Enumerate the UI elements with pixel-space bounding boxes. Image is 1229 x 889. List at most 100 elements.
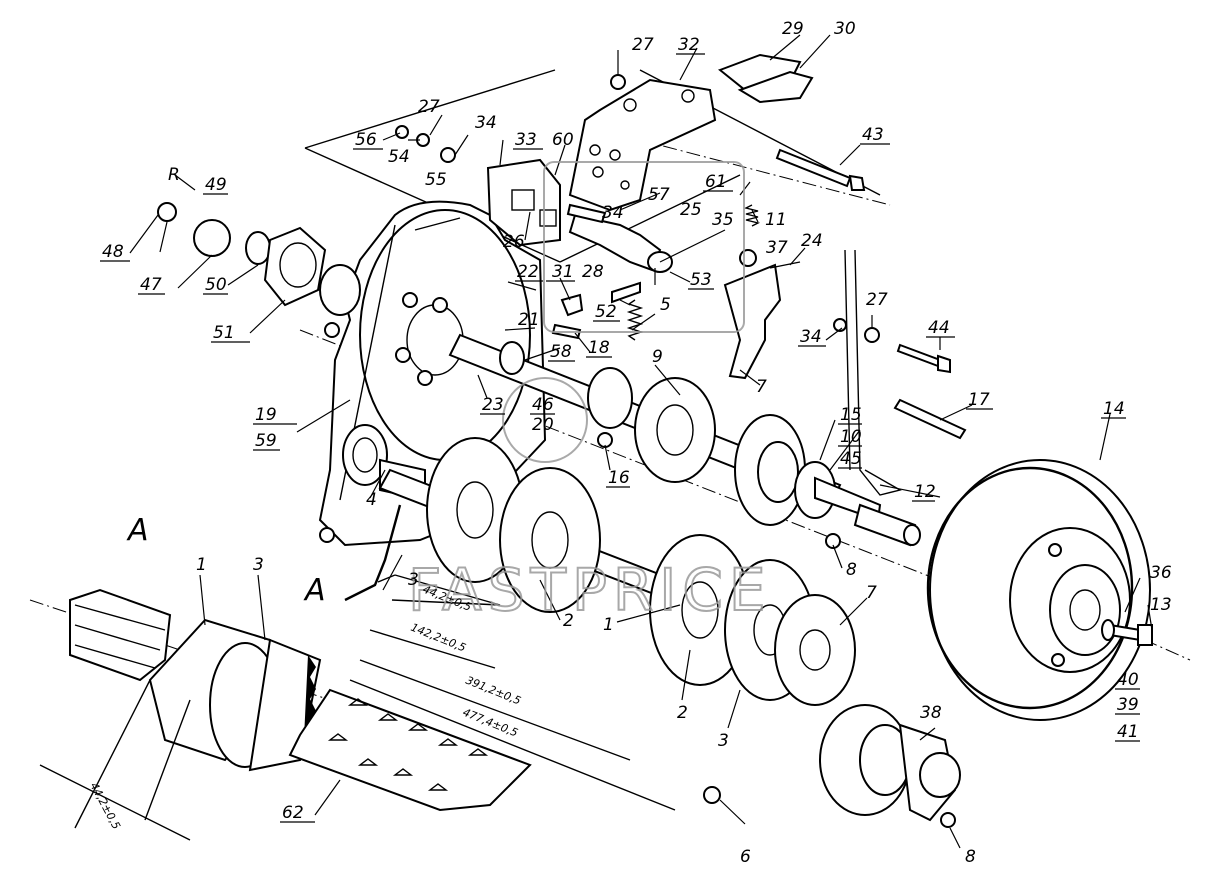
dimension-391-2: 391,2±0,5: [464, 674, 523, 708]
view-label-a-top: A: [126, 513, 149, 548]
dimension-142-2: 142,2±0,5: [409, 621, 468, 655]
svg-text:FASTPRICE: FASTPRICE: [408, 556, 771, 624]
callout-26: 26: [503, 232, 525, 252]
callout-61: 61: [705, 172, 727, 192]
callout-1b: 1: [603, 615, 614, 635]
callout-41: 41: [1117, 722, 1139, 742]
callout-2b: 2: [677, 703, 688, 723]
pulley-14: [926, 459, 1151, 721]
plate-52: [611, 281, 641, 304]
callout-46: 46: [532, 395, 554, 415]
nut-48: [157, 202, 177, 222]
washer-37: [739, 249, 757, 267]
callout-40: 40: [1117, 670, 1139, 690]
main-axis-centerline: [639, 139, 891, 206]
coupling-9: [587, 367, 716, 483]
dim-line-1: [377, 574, 501, 606]
dim-line-2: [369, 629, 496, 669]
nut-27-right: [864, 327, 880, 343]
callout-62: 62: [282, 803, 304, 823]
dimension-477-4: 477,4±0,5: [461, 706, 520, 740]
callout-48: 48: [102, 242, 124, 262]
section-arrow-a: [344, 504, 402, 602]
callout-38: 38: [920, 703, 942, 723]
callout-59: 59: [255, 431, 277, 451]
bearing-housing-38: [819, 704, 961, 822]
callout-33: 33: [515, 130, 537, 150]
callout-3b: 3: [408, 570, 419, 590]
callout-60: 60: [552, 130, 574, 150]
callout-8b: 8: [965, 847, 976, 867]
nut-8-lower: [940, 812, 956, 828]
callout-44: 44: [928, 318, 950, 338]
detail-a-splined-shaft: [69, 588, 322, 772]
callout-31: 31: [552, 262, 574, 282]
callout-1: 1: [196, 555, 207, 575]
callout-12: 12: [914, 482, 936, 502]
callout-8: 8: [846, 560, 857, 580]
callout-50: 50: [205, 275, 227, 295]
callout-37: 37: [766, 238, 788, 258]
callout-6: 6: [740, 847, 751, 867]
leaders: [129, 34, 1153, 849]
spring-5: [626, 299, 644, 341]
bushing-50: [245, 231, 271, 265]
callout-58: 58: [550, 342, 572, 362]
frame-rod: [844, 249, 902, 496]
plate-24: [723, 261, 801, 380]
flange-51: [263, 226, 361, 316]
sprocket-2-left: [426, 437, 524, 583]
bolt-6: [703, 786, 721, 804]
callout-57: 57: [648, 185, 670, 205]
callout-45: 45: [840, 449, 862, 469]
callout-49-symbol: R: [168, 165, 180, 185]
callout-55: 55: [425, 170, 447, 190]
callout-56: 56: [355, 130, 377, 150]
callout-27b: 27: [866, 290, 888, 310]
bracket-33: [486, 158, 561, 247]
brake-pads-29-30: [718, 53, 814, 104]
callout-21: 21: [518, 310, 540, 330]
callout-7: 7: [756, 377, 767, 397]
callout-underlines: [100, 53, 1140, 823]
callout-39: 39: [1117, 695, 1139, 715]
callout-28: 28: [582, 262, 604, 282]
callout-5: 5: [660, 295, 671, 315]
callout-35: 35: [712, 210, 734, 230]
callout-25: 25: [680, 200, 702, 220]
callout-3: 3: [253, 555, 264, 575]
dim-line-3: [359, 659, 631, 761]
callout-34: 34: [602, 203, 624, 223]
bolt-43: [775, 148, 866, 191]
callout-20: 20: [532, 415, 554, 435]
callout-10: 10: [840, 427, 862, 447]
watermark: FASTPRICE: [407, 161, 771, 625]
callout-22: 22: [517, 262, 539, 282]
callout-23: 23: [482, 395, 504, 415]
nut-34-right: [833, 318, 847, 332]
callout-54: 54: [388, 147, 410, 167]
bolt-16: [597, 432, 613, 448]
callout-17: 17: [968, 390, 990, 410]
callout-34b: 34: [800, 327, 822, 347]
callout-43: 43: [862, 125, 884, 145]
callout-13: 13: [1150, 595, 1172, 615]
view-label-a-arrow: A: [303, 573, 326, 608]
callouts: R 1 3 4 3 2 1 2 3 62 6 8 38 7 8 12 17 14…: [102, 19, 1172, 867]
nut-55: [440, 147, 456, 163]
callout-7b: 7: [866, 583, 877, 603]
nut-8-upper: [825, 533, 841, 549]
lever-28: [560, 293, 584, 317]
callout-34c: 34: [475, 113, 497, 133]
callout-27c: 27: [418, 97, 440, 117]
callout-52: 52: [595, 302, 617, 322]
tensioner-25: [566, 203, 673, 273]
callout-3c: 3: [718, 731, 729, 751]
key-17: [893, 398, 967, 440]
dimension-44-2-detail: 44,2±0,5: [87, 780, 123, 831]
callout-53: 53: [690, 270, 712, 290]
sprocket-47: [193, 219, 231, 257]
spring-11: [743, 204, 761, 227]
callout-4: 4: [366, 490, 377, 510]
